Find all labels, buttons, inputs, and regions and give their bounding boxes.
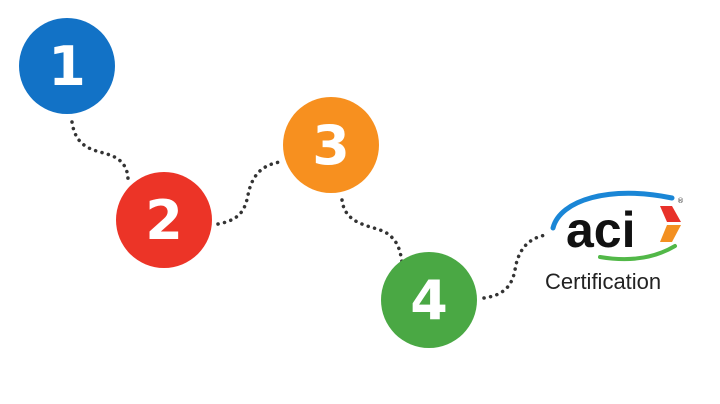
connector-2-3 <box>216 160 282 226</box>
logo-brand: aci <box>566 202 636 258</box>
step-3: 3 <box>283 97 379 193</box>
step-number: 2 <box>145 189 183 252</box>
logo-blue-arc <box>550 190 675 231</box>
registered-mark: ® <box>677 197 684 205</box>
step-2: 2 <box>116 172 212 268</box>
step-number: 3 <box>312 114 350 177</box>
step-circle <box>116 172 212 268</box>
connector-4-logo <box>482 233 548 300</box>
logo-green-arc <box>598 244 677 262</box>
logo-chevron-orange <box>660 225 681 242</box>
step-number: 1 <box>48 35 86 98</box>
step-1: 1 <box>19 18 115 114</box>
step-number: 4 <box>410 269 448 332</box>
connector-1-2 <box>70 120 130 182</box>
logo-subtitle: Certification <box>545 269 661 294</box>
aci-certification-logo: aci ® Certification <box>545 190 684 294</box>
step-4: 4 <box>381 252 477 348</box>
step-circle <box>283 97 379 193</box>
step-circle <box>19 18 115 114</box>
connector-3-4 <box>340 198 404 264</box>
step-circle <box>381 252 477 348</box>
logo-chevron-red <box>660 206 681 222</box>
